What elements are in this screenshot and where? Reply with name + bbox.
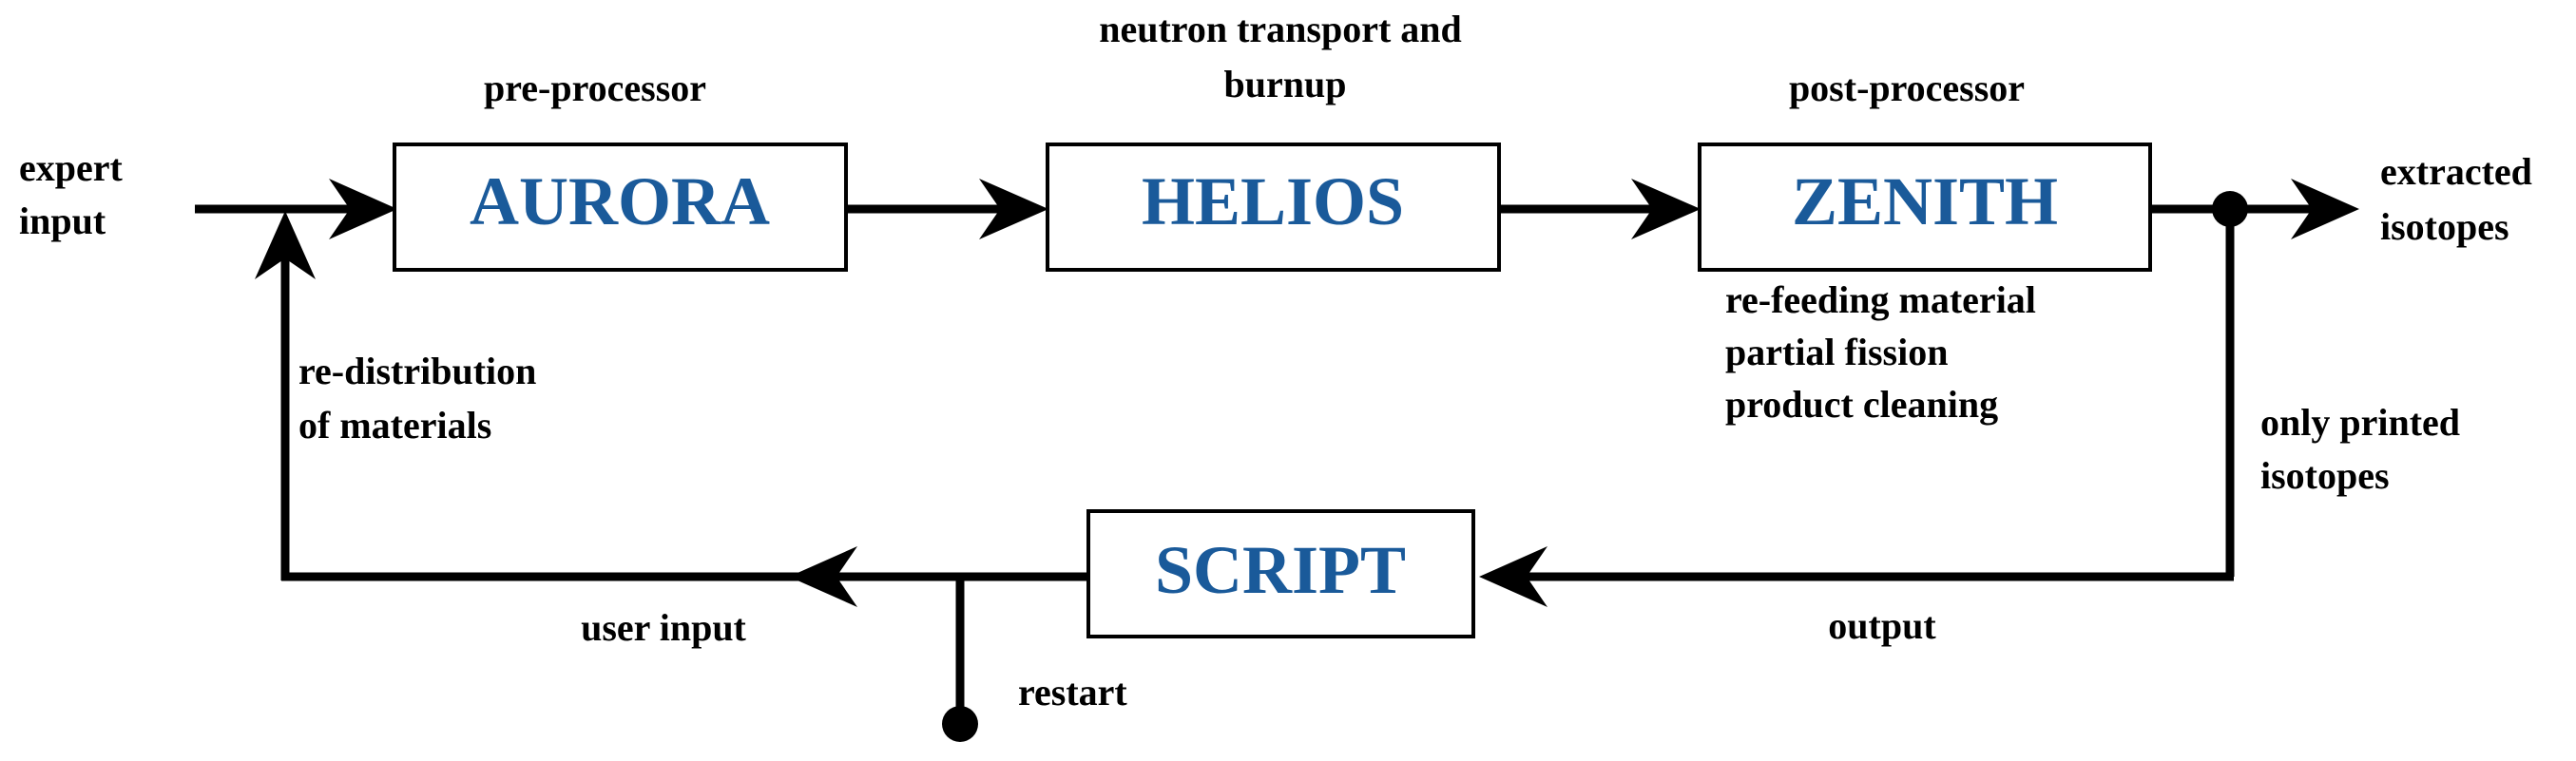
zenith-box <box>1698 143 2152 272</box>
neutron-transport-label: neutron transport and burnup <box>1099 8 1471 105</box>
restart-dot <box>942 706 978 742</box>
arrow-into-aurora <box>329 179 397 239</box>
post-processor-label: post-processor <box>1789 67 2025 109</box>
pre-processor-label: pre-processor <box>484 67 706 109</box>
restart-label: restart <box>1018 671 1127 713</box>
aurora-label: AURORA <box>470 163 770 239</box>
helios-label: HELIOS <box>1142 163 1404 239</box>
only-printed-isotopes-label: only printed isotopes <box>2260 401 2470 497</box>
script-label: SCRIPT <box>1155 532 1406 608</box>
redistribution-label: re-distribution of materials <box>298 350 546 447</box>
user-input-label: user input <box>581 606 746 649</box>
arrow-into-zenith <box>1631 179 1701 239</box>
zenith-notes-label: re-feeding material partial fission prod… <box>1725 278 2046 426</box>
helios-box <box>1046 143 1501 272</box>
arrow-into-helios <box>979 179 1048 239</box>
output-junction-dot <box>2212 191 2248 227</box>
arrow-to-extracted-isotopes <box>2291 179 2359 239</box>
zenith-label: ZENITH <box>1792 163 2058 239</box>
arrow-into-script <box>1479 546 1548 607</box>
arrow-user-input <box>789 546 857 607</box>
aurora-box <box>393 143 848 272</box>
script-box <box>1086 509 1475 638</box>
expert-input-label: expert input <box>19 146 132 242</box>
arrow-redistribution-up <box>255 211 316 279</box>
extracted-isotopes-label: extracted isotopes <box>2380 150 2542 248</box>
output-label: output <box>1828 604 1936 647</box>
